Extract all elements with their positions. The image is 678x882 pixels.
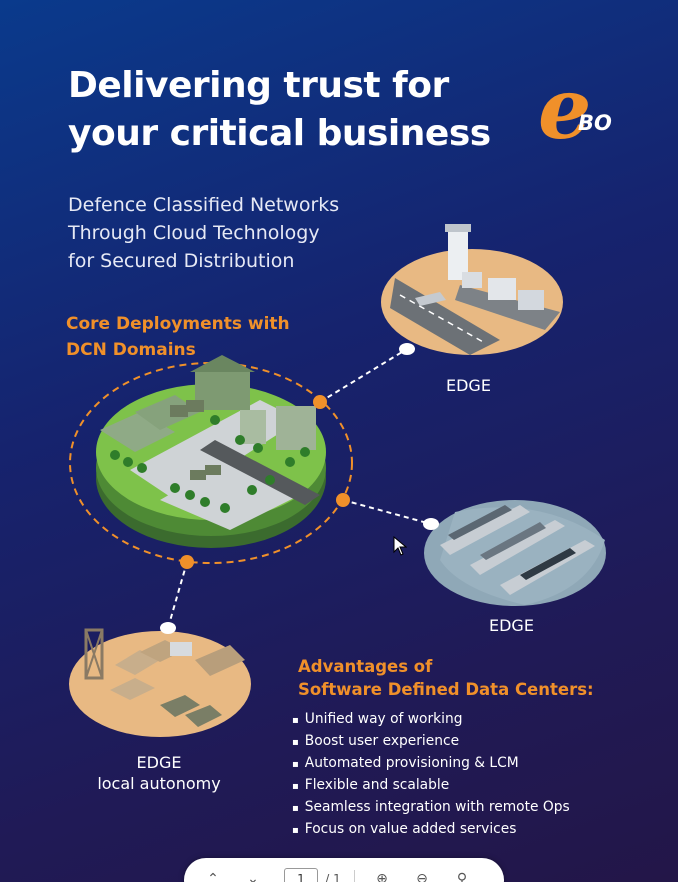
advantages-heading: Advantages of Software Defined Data Cent… bbox=[298, 655, 594, 701]
orange-connection-dots bbox=[180, 395, 350, 569]
subtitle-line-2: Through Cloud Technology bbox=[68, 222, 320, 244]
zoom-out-icon[interactable]: ⊖ bbox=[416, 871, 428, 882]
edge-label-naval: EDGE bbox=[489, 616, 534, 635]
mouse-cursor-icon bbox=[393, 536, 407, 556]
title-line-1: Delivering trust for bbox=[68, 65, 449, 106]
advantages-list: Unified way of working Boost user experi… bbox=[292, 709, 570, 841]
connection-lines bbox=[167, 348, 432, 629]
white-connection-dots bbox=[160, 343, 439, 634]
edge-label-camp: EDGE local autonomy bbox=[84, 752, 234, 794]
list-item: Automated provisioning & LCM bbox=[292, 753, 570, 775]
page-total: / 1 bbox=[325, 872, 341, 882]
chevron-up-icon[interactable]: ⌃ bbox=[207, 871, 219, 882]
ebo-logo: e BO bbox=[538, 62, 612, 152]
airfield-edge-node bbox=[381, 224, 563, 355]
pdf-toolbar: ⌃ ⌄ 1 / 1 ⊕ ⊖ ⚲ bbox=[184, 858, 504, 882]
list-item: Focus on value added services bbox=[292, 819, 570, 841]
toolbar-separator bbox=[354, 870, 355, 882]
chevron-down-icon[interactable]: ⌄ bbox=[247, 871, 259, 882]
title-line-2: your critical business bbox=[68, 113, 491, 154]
naval-edge-node bbox=[424, 500, 606, 606]
page-number-input[interactable]: 1 bbox=[284, 868, 318, 882]
core-platform bbox=[69, 355, 353, 564]
camp-edge-node bbox=[69, 628, 251, 737]
core-deployments-heading: Core Deployments with DCN Domains bbox=[66, 311, 290, 363]
edge-label-camp-line-2: local autonomy bbox=[97, 774, 221, 793]
list-item: Boost user experience bbox=[292, 731, 570, 753]
edge-label-airfield: EDGE bbox=[446, 376, 491, 395]
subtitle: Defence Classified Networks Through Clou… bbox=[68, 191, 339, 275]
search-icon[interactable]: ⚲ bbox=[456, 871, 468, 882]
logo-text: BO bbox=[578, 111, 612, 135]
advantages-heading-line-1: Advantages of bbox=[298, 657, 433, 676]
logo-letter: e bbox=[538, 62, 591, 152]
zoom-in-icon[interactable]: ⊕ bbox=[376, 871, 388, 882]
subtitle-line-3: for Secured Distribution bbox=[68, 250, 295, 272]
edge-label-camp-line-1: EDGE bbox=[136, 753, 182, 772]
core-heading-line-1: Core Deployments with bbox=[66, 314, 290, 334]
subtitle-line-1: Defence Classified Networks bbox=[68, 194, 340, 216]
list-item: Flexible and scalable bbox=[292, 775, 570, 797]
list-item: Seamless integration with remote Ops bbox=[292, 797, 570, 819]
advantages-heading-line-2: Software Defined Data Centers: bbox=[298, 680, 594, 699]
list-item: Unified way of working bbox=[292, 709, 570, 731]
core-heading-line-2: DCN Domains bbox=[66, 340, 196, 360]
page-title: Delivering trust for your critical busin… bbox=[68, 62, 491, 158]
